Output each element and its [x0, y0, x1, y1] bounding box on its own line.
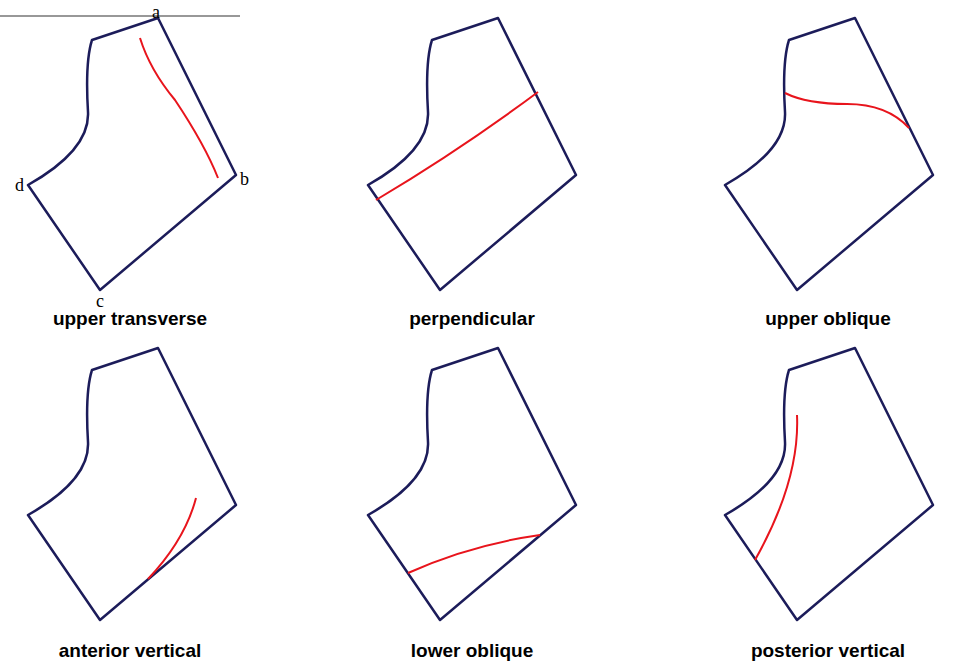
caption-label: upper transverse: [53, 309, 207, 328]
bone-outline: [725, 348, 933, 620]
bone-outline: [28, 348, 236, 620]
fracture-line: [376, 92, 538, 200]
fracture-line: [148, 498, 196, 579]
caption-label: upper oblique: [765, 309, 891, 328]
caption-label: perpendicular: [409, 309, 535, 328]
caption-label: lower oblique: [411, 641, 533, 660]
caption-label: posterior vertical: [751, 641, 905, 660]
reference-line: [0, 15, 240, 16]
fracture-line: [755, 415, 797, 560]
bone-outline: [725, 18, 933, 290]
caption-label: anterior vertical: [59, 641, 202, 660]
point-letter: a: [152, 3, 160, 21]
point-letter: d: [15, 176, 24, 194]
bone-outline: [368, 348, 576, 620]
bone-outline: [368, 18, 576, 290]
fracture-line: [408, 535, 540, 573]
point-letter: c: [96, 292, 104, 310]
bone-outline: [28, 18, 236, 290]
point-letter: b: [240, 170, 249, 188]
fracture-line: [140, 38, 218, 178]
fracture-line: [785, 93, 909, 128]
